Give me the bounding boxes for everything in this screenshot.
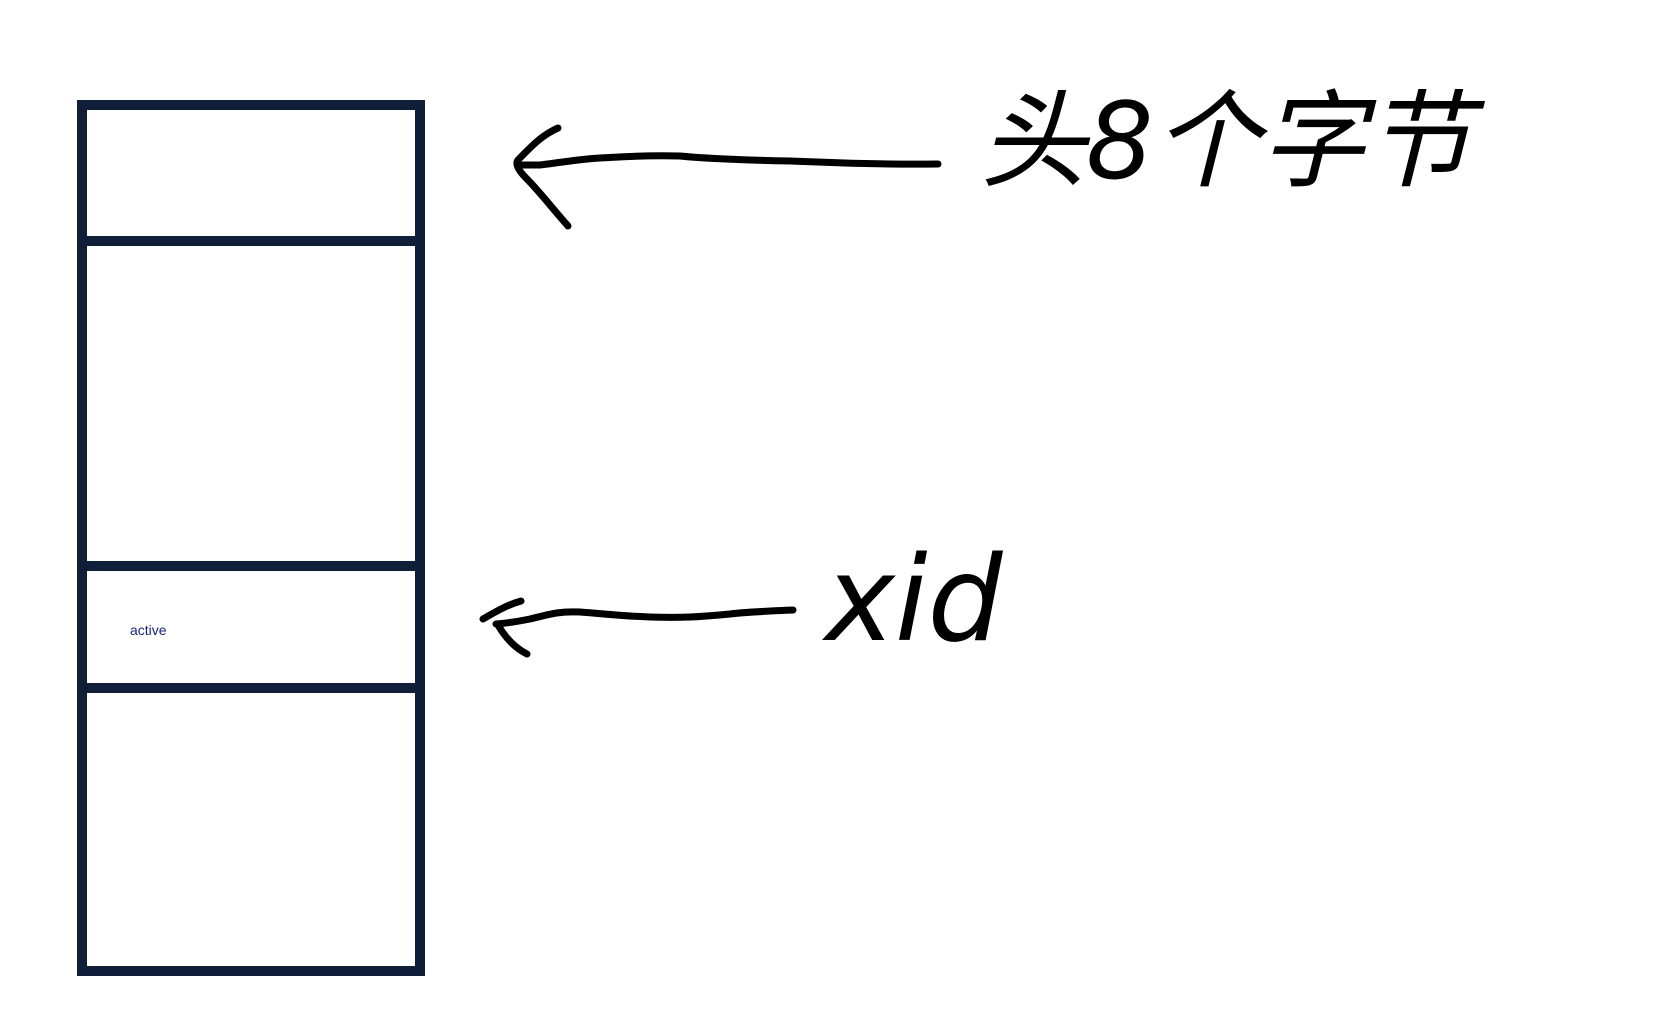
stack-cell-upper: [77, 236, 425, 571]
xid-annotation-text: xid: [821, 530, 1004, 668]
stack-cell-top: [77, 100, 425, 246]
active-cell-label: active: [130, 622, 167, 638]
top-arrow-head: [513, 124, 572, 230]
stack-cell-bottom: [77, 683, 425, 976]
top-arrow-shaft: [516, 152, 942, 169]
top-annotation: 头8个字节: [513, 80, 1485, 230]
xid-annotation: xid: [479, 530, 1004, 668]
memory-stack: active: [77, 100, 425, 976]
xid-arrow-shaft: [492, 606, 797, 628]
xid-arrow-head: [479, 597, 531, 658]
top-annotation-text: 头8个字节: [980, 80, 1485, 203]
